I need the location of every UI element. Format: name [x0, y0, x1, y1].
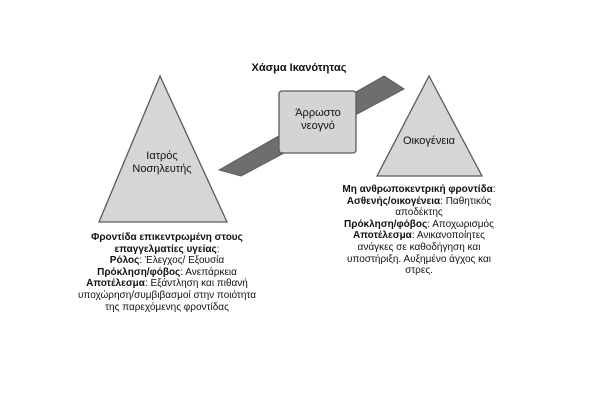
- center-box-label-line: Άρρωστο: [295, 107, 341, 119]
- left-caption-result-line: της παρεχόμενης φροντίδας: [105, 301, 229, 313]
- right-caption-result-key: Αποτέλεσμα: [353, 230, 412, 242]
- right-caption-patient-line: αποδέκτης: [395, 207, 443, 219]
- right-caption-challenge: Πρόκληση/φόβος: Αποχωρισμός: [310, 219, 528, 231]
- right-caption-patient: Ασθενής/οικογένεια: Παθητικός: [310, 196, 528, 208]
- right-caption-challenge-value: : Αποχωρισμός: [427, 218, 494, 230]
- left-caption-heading: Φροντίδα επικεντρωμένη στους: [56, 232, 278, 244]
- right-caption: Μη ανθρωποκεντρική φροντίδα: Ασθενής/οικ…: [310, 184, 528, 277]
- left-caption-result: Αποτέλεσμα: Εξάντληση και πιθανή: [56, 278, 278, 290]
- right-caption-patient-value: : Παθητικός: [440, 195, 492, 207]
- left-caption-result-value: : Εξάντληση και πιθανή: [144, 278, 248, 290]
- left-triangle-label-line: Ιατρός: [146, 150, 178, 162]
- center-box-label-line: νεογνό: [301, 120, 335, 132]
- left-caption-role-value: : Έλεγχος/ Εξουσία: [139, 255, 225, 267]
- left-caption-heading: επαγγελματίες υγείας:: [56, 244, 278, 256]
- center-box: [278, 90, 357, 154]
- left-caption-result-line: υποχώρηση/συμβιβασμοί στην ποιότητα: [78, 289, 256, 301]
- left-caption-result-key: Αποτέλεσμα: [86, 278, 145, 290]
- right-caption-result-line: υποστήριξη. Αυξημένο άγχος και: [347, 253, 491, 265]
- gap-title: Χάσμα Ικανότητας: [251, 62, 347, 74]
- right-caption-heading: Μη ανθρωποκεντρική φροντίδα:: [310, 184, 528, 196]
- right-triangle: [375, 74, 484, 177]
- right-caption-patient-key: Ασθενής/οικογένεια: [346, 195, 441, 207]
- right-caption-result-line: ανάγκες σε καθοδήγηση και: [357, 241, 481, 253]
- right-caption-result-line: στρες.: [405, 265, 433, 277]
- left-caption-challenge-key: Πρόκληση/φόβος: [97, 266, 181, 278]
- right-caption-heading-suffix: :: [492, 184, 496, 195]
- center-box-label: Άρρωστο νεογνό: [282, 107, 354, 133]
- left-triangle-label-line: Νοσηλευτής: [132, 163, 192, 175]
- left-caption-challenge-value: : Ανεπάρκεια: [180, 266, 237, 278]
- left-caption-role-key: Ρόλος: [109, 255, 140, 267]
- left-caption-challenge: Πρόκληση/φόβος: Ανεπάρκεια: [56, 267, 278, 279]
- right-caption-heading-text: Μη ανθρωποκεντρική φροντίδα: [342, 184, 493, 195]
- right-caption-challenge-key: Πρόκληση/φόβος: [344, 218, 428, 230]
- right-caption-result-value: : Ανικανοποίητες: [411, 230, 485, 242]
- right-triangle-label-line: Οικογένεια: [402, 135, 456, 147]
- left-triangle: [98, 74, 229, 223]
- left-caption-heading-suffix: :: [216, 243, 220, 255]
- left-caption-heading-line: Φροντίδα επικεντρωμένη στους: [91, 232, 243, 243]
- right-triangle-label: Οικογένεια: [384, 135, 474, 148]
- left-caption-role: Ρόλος: Έλεγχος/ Εξουσία: [56, 255, 278, 267]
- right-caption-result: Αποτέλεσμα: Ανικανοποίητες: [310, 230, 528, 242]
- left-triangle-label: Ιατρός Νοσηλευτής: [104, 150, 220, 176]
- left-caption-heading-line: επαγγελματίες υγείας: [114, 243, 217, 255]
- left-caption: Φροντίδα επικεντρωμένη στους επαγγελματί…: [56, 232, 278, 313]
